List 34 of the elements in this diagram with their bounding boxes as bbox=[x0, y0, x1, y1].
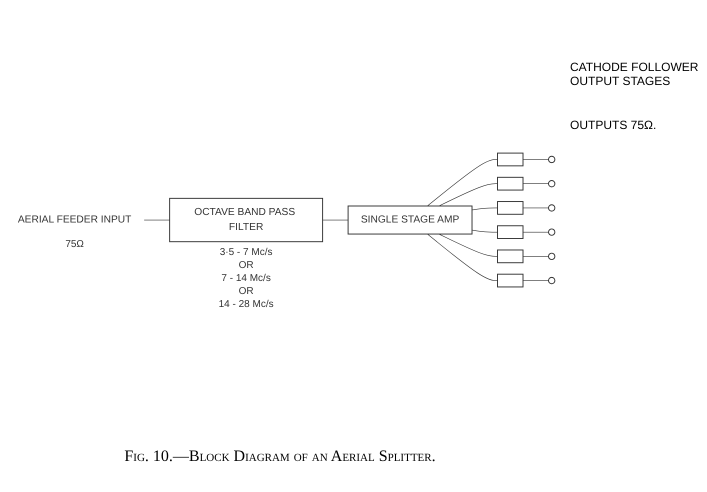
node-text: AERIAL FEEDER INPUT bbox=[18, 214, 132, 226]
node-circle bbox=[548, 276, 556, 284]
annotation-text: OUTPUTS 75Ω. bbox=[570, 118, 658, 132]
node-box bbox=[497, 152, 524, 166]
connector bbox=[472, 230, 498, 232]
node-annotation: 14 - 28 Mc/s bbox=[218, 298, 274, 310]
node-box: SINGLE STAGE AMP bbox=[348, 206, 472, 234]
node-box bbox=[497, 249, 524, 264]
connector bbox=[438, 234, 498, 257]
node-circle bbox=[548, 204, 556, 212]
node-annotation: OR bbox=[238, 260, 254, 271]
connector bbox=[522, 280, 549, 281]
connector bbox=[427, 159, 498, 206]
connector bbox=[438, 183, 498, 206]
connector bbox=[472, 208, 498, 210]
node-annotation: 75Ω bbox=[65, 239, 84, 250]
node-circle bbox=[548, 156, 556, 164]
node-circle bbox=[548, 252, 556, 260]
annotation-text: CATHODE FOLLOWER OUTPUT STAGES bbox=[570, 60, 700, 88]
node-circle bbox=[548, 228, 556, 236]
node-annotation: OR bbox=[238, 286, 254, 297]
node-box bbox=[497, 225, 524, 239]
node-circle bbox=[548, 180, 556, 188]
figure-caption: Fig. 10.—Block Diagram of an Aerial Splitter. bbox=[123, 448, 437, 466]
connector bbox=[522, 159, 549, 160]
connector bbox=[522, 183, 549, 184]
node-annotation: 3·5 - 7 Mc/s bbox=[220, 246, 272, 258]
node-box bbox=[497, 176, 524, 191]
node-box bbox=[497, 274, 524, 288]
connector bbox=[522, 256, 549, 257]
node-annotation: 7 - 14 Mc/s bbox=[221, 272, 271, 284]
node-box bbox=[497, 201, 524, 215]
node-box: OCTAVE BAND PASS FILTER bbox=[169, 198, 324, 242]
connector bbox=[427, 234, 498, 281]
